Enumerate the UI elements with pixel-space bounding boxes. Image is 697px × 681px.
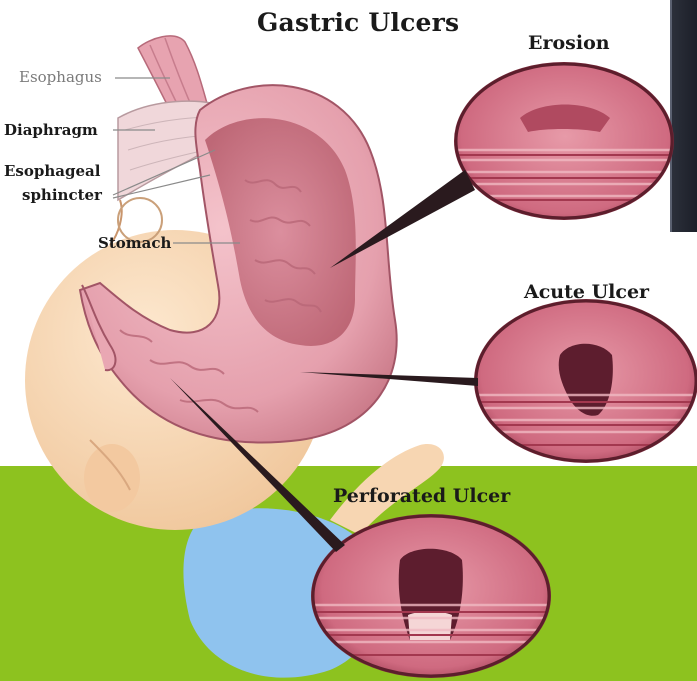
inset-erosion	[450, 60, 680, 230]
label-diaphragm: Diaphragm	[4, 121, 98, 139]
label-stomach: Stomach	[98, 234, 171, 252]
figure-title: Gastric Ulcers	[257, 8, 459, 37]
label-esophagus: Esophagus	[19, 68, 102, 86]
inset-title-acute-ulcer: Acute Ulcer	[524, 281, 649, 303]
inset-title-perforated-ulcer: Perforated Ulcer	[333, 485, 510, 507]
inset-title-erosion: Erosion	[528, 32, 610, 54]
inset-acute-ulcer	[470, 295, 697, 470]
label-sphincter-line2: sphincter	[22, 186, 102, 204]
label-sphincter-line1: Esophageal	[4, 162, 100, 180]
